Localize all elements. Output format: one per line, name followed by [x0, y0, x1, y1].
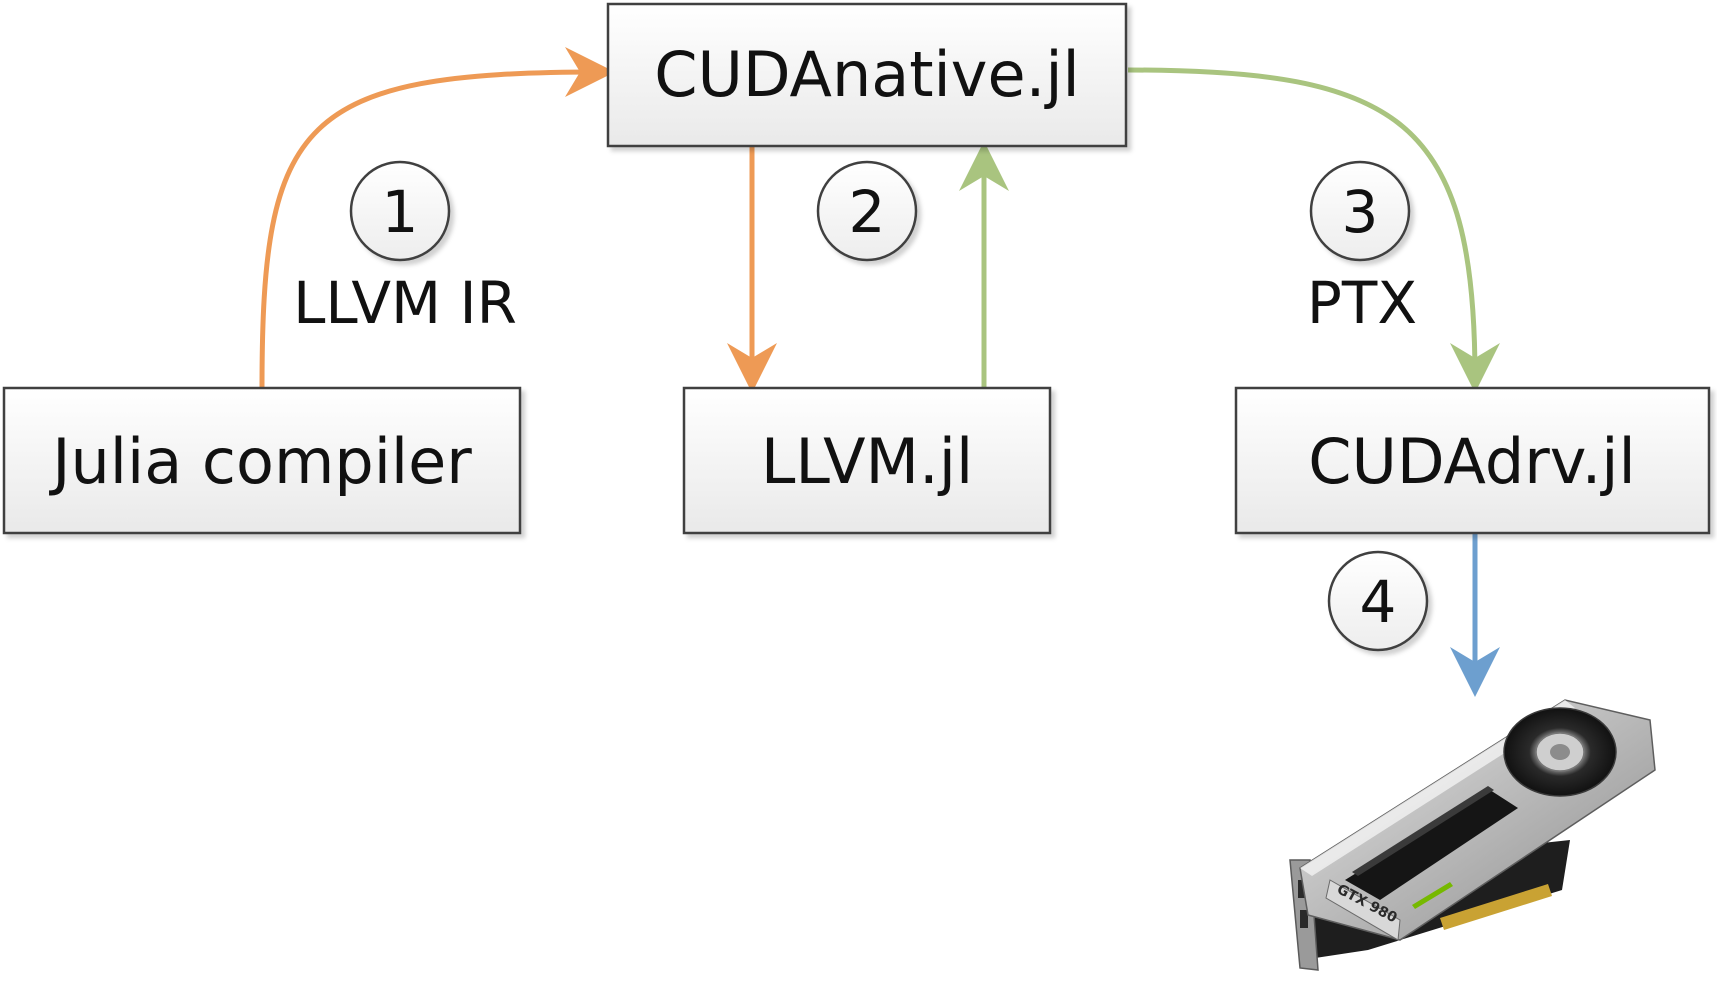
edge-label-llvm-ir: LLVM IR [293, 269, 517, 337]
node-llvm-jl-label: LLVM.jl [761, 425, 973, 498]
node-cudadrv [1234, 386, 1711, 535]
edge-cudanative-to-cudadrv [1127, 67, 1500, 393]
step-badge-3 [1309, 160, 1411, 262]
edge-label-ptx: PTX [1307, 269, 1417, 337]
node-cudanative [606, 2, 1128, 148]
gpu-card-image: GTX 980 [1289, 699, 1656, 971]
step-badge-4-label: 4 [1360, 568, 1397, 636]
step-badge-1-label: 1 [382, 178, 419, 246]
step-badge-2 [816, 160, 918, 262]
node-julia-compiler [2, 386, 522, 535]
node-cudanative-label: CUDAnative.jl [654, 38, 1080, 111]
edge-julia-to-cudanative [259, 47, 615, 389]
gpu-fan-icon [1503, 707, 1617, 797]
step-badge-3-label: 3 [1342, 178, 1379, 246]
node-cudadrv-label: CUDAdrv.jl [1308, 425, 1636, 498]
node-julia-compiler-label: Julia compiler [48, 425, 472, 498]
step-badge-2-label: 2 [849, 178, 886, 246]
step-badge-1 [349, 160, 451, 262]
step-badge-4 [1327, 550, 1429, 652]
node-llvm-jl [682, 386, 1052, 535]
